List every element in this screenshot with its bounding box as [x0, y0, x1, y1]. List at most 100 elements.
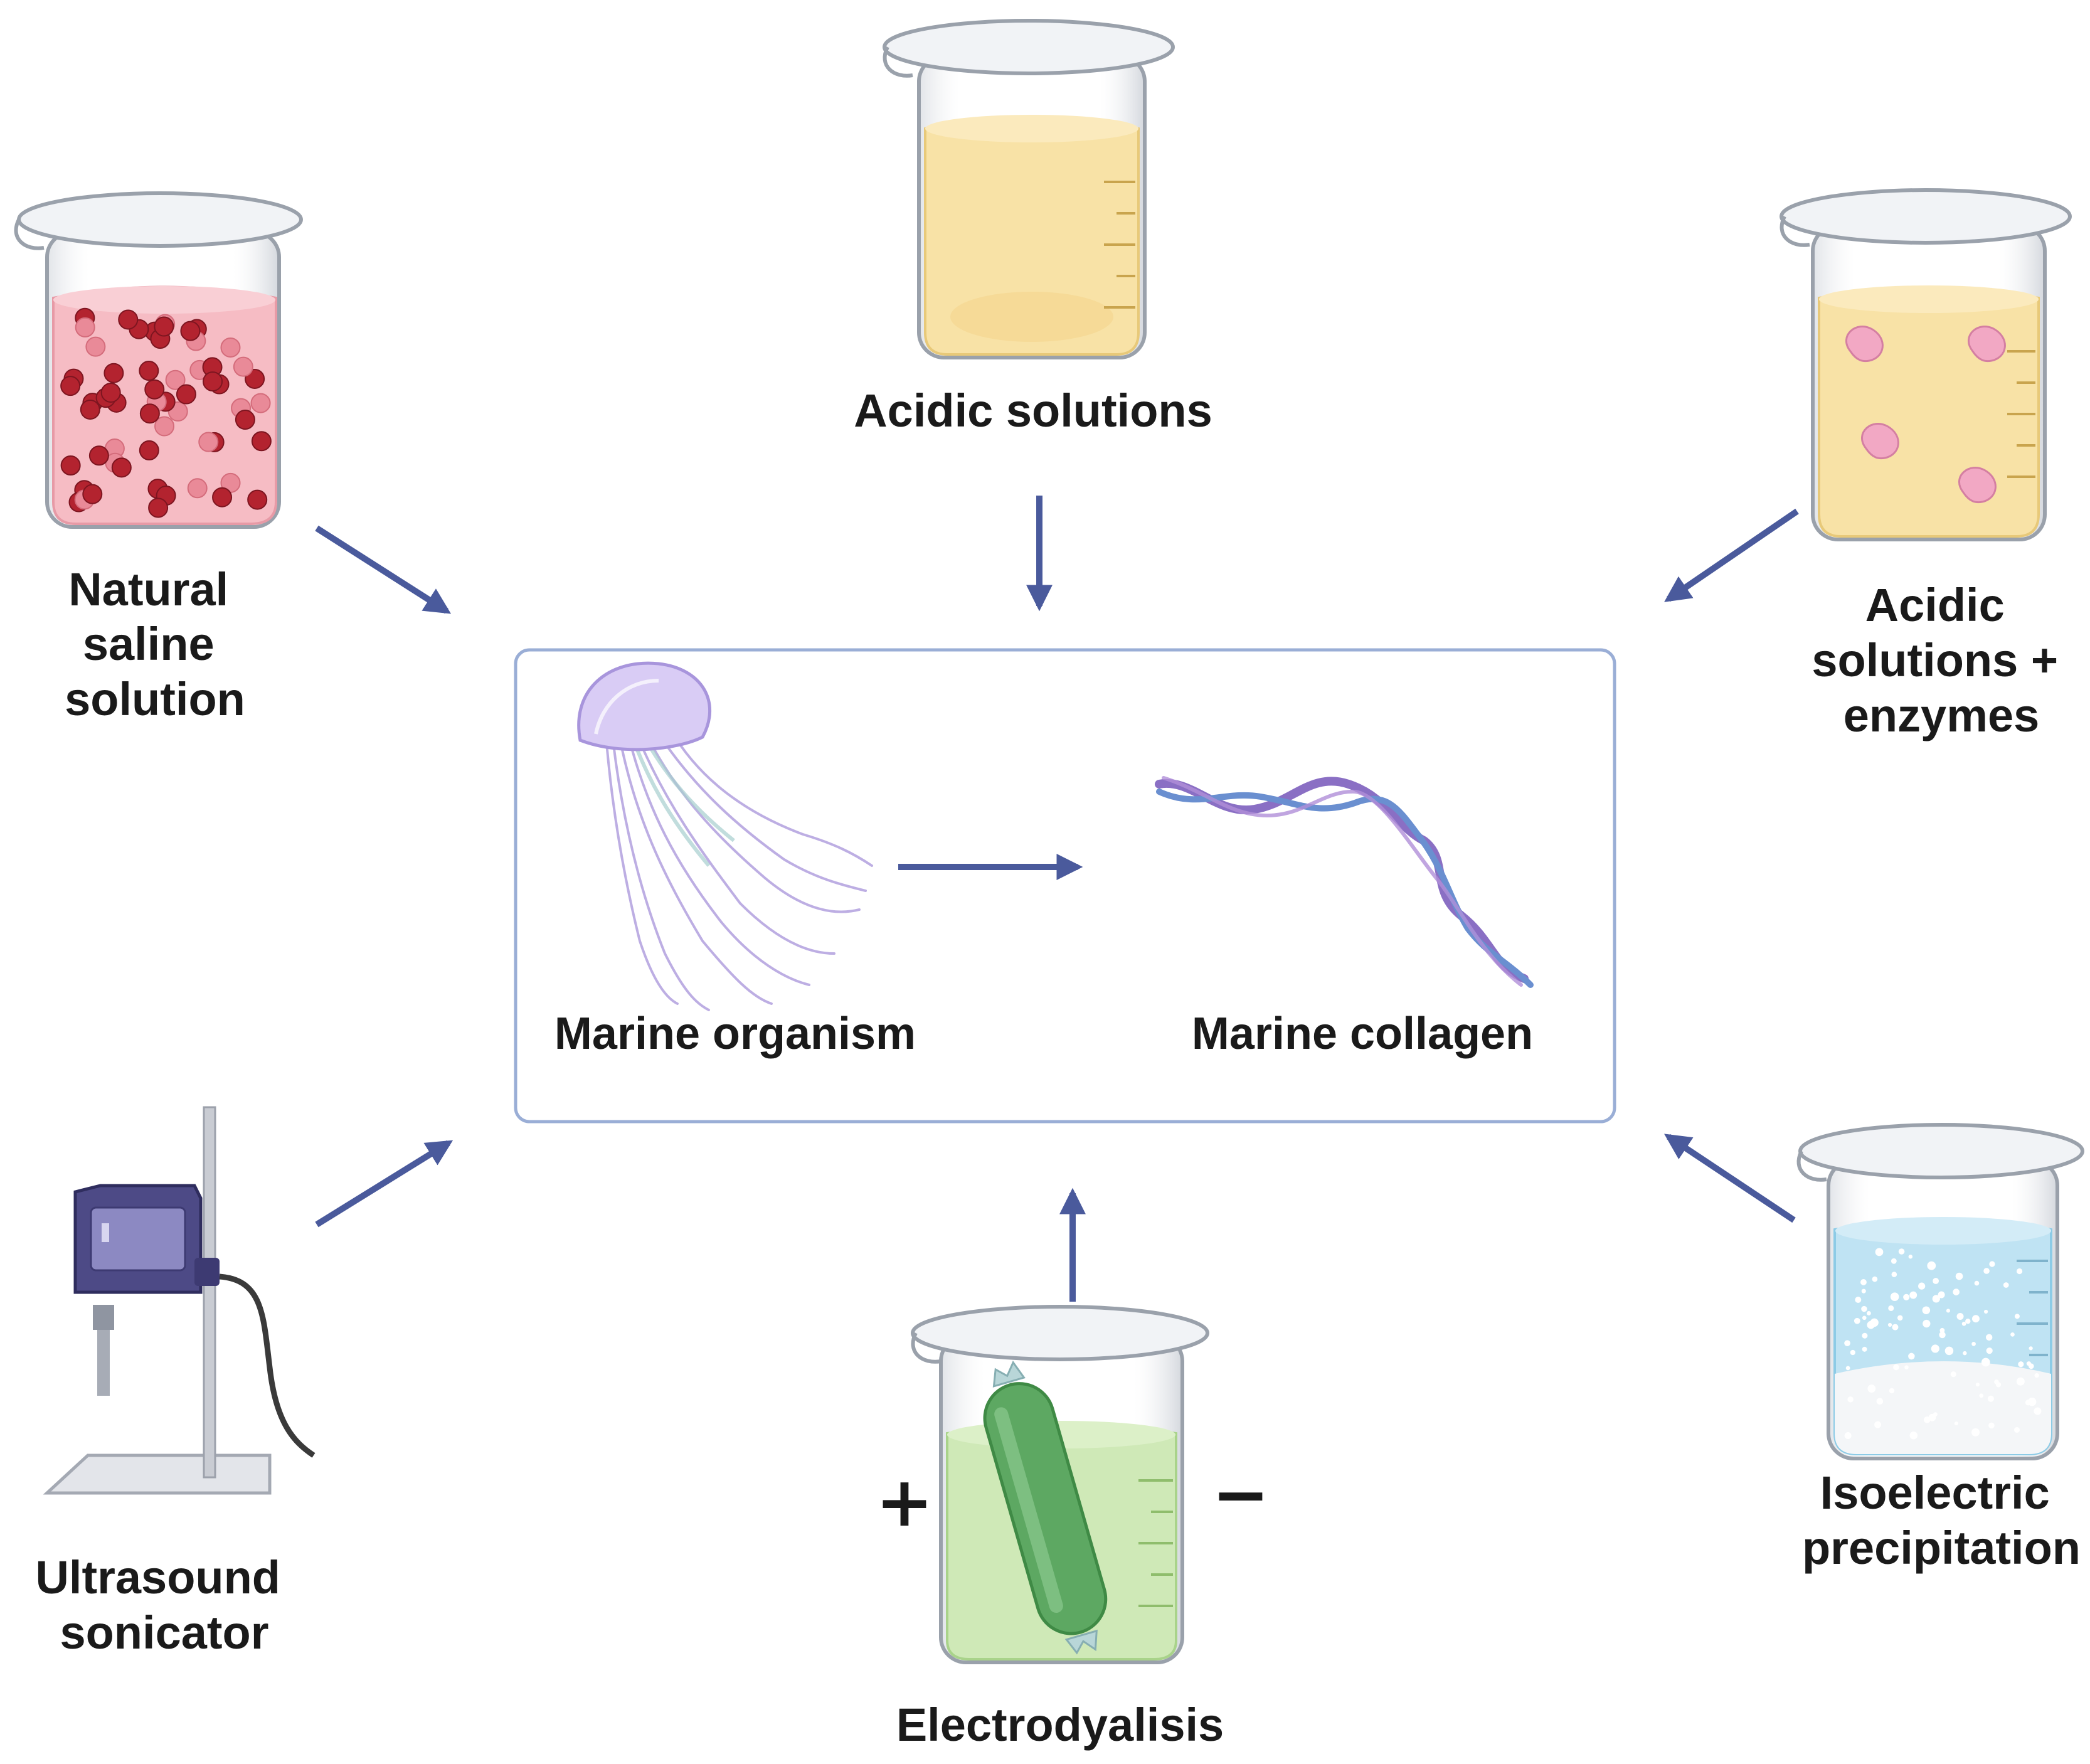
arrow-from-acid-enzymes	[1664, 508, 1799, 602]
precipitate-dot	[1971, 1428, 1980, 1437]
precipitate-dot	[1867, 1384, 1876, 1393]
precipitate-dot	[1862, 1315, 1867, 1320]
precipitate-dot	[1923, 1319, 1931, 1328]
saline-particle	[165, 369, 186, 390]
acidic-label: Acidic solutions	[854, 385, 1212, 437]
saline-particle	[148, 497, 169, 518]
precipitate-dot	[1893, 1364, 1899, 1371]
method-arrows	[315, 496, 1799, 1302]
precipitate-dot	[1844, 1432, 1852, 1440]
precipitate-dot	[2034, 1407, 2042, 1415]
precipitate-dot	[2018, 1361, 2024, 1368]
isoelectric-label: Isoelectric precipitation	[1802, 1467, 2081, 1574]
acid-enzymes-label: Acidic solutions + enzymes	[1812, 579, 2071, 741]
precipitate-dot	[2027, 1397, 2037, 1406]
saline-particle	[187, 478, 208, 499]
saline-particle	[203, 371, 223, 392]
precipitate-dot	[1961, 1321, 1966, 1326]
precipitate-dot	[1939, 1327, 1945, 1333]
precipitate-dot	[1974, 1280, 1980, 1286]
precipitate-dot	[1953, 1288, 1960, 1295]
precipitate-dot	[2029, 1346, 2033, 1351]
marine-collagen-label: Marine collagen	[1192, 1009, 1533, 1059]
precipitate-dot	[1986, 1347, 1993, 1354]
saline-particle	[144, 379, 165, 400]
precipitate-dot	[1862, 1332, 1868, 1339]
precipitate-dot	[1908, 1352, 1915, 1360]
saline-particle	[139, 403, 160, 424]
precipitate-dot	[2026, 1361, 2031, 1366]
jellyfish-icon	[577, 661, 873, 1011]
saline-particle	[82, 484, 103, 504]
precipitate-dot	[1946, 1309, 1951, 1313]
precipitate-dot	[1965, 1318, 1971, 1324]
acid-enzymes-beaker-icon	[1780, 188, 2072, 541]
precipitate-dot	[1891, 1272, 1897, 1277]
saline-particle	[88, 445, 109, 466]
precipitate-dot	[1981, 1358, 1990, 1367]
saline-particle	[251, 431, 272, 452]
precipitate-dot	[1927, 1261, 1936, 1270]
saline-particle	[180, 321, 201, 341]
saline-particle	[80, 399, 100, 420]
precipitate-dot	[1985, 1334, 1993, 1341]
minus-sign: −	[1212, 1454, 1270, 1534]
precipitate-dot	[1971, 1315, 1980, 1323]
saline-particle	[245, 368, 265, 389]
saline-particle	[250, 393, 271, 413]
precipitate-dot	[1950, 1371, 1956, 1378]
precipitate-dot	[1876, 1398, 1884, 1405]
precipitate-dot	[1909, 1431, 1918, 1440]
precipitate-dot	[1994, 1379, 1999, 1384]
precipitate-dot	[1847, 1396, 1854, 1403]
precipitate-dot	[1909, 1291, 1918, 1299]
saline-particle	[212, 487, 233, 507]
precipitate-dot	[1870, 1318, 1879, 1327]
saline-particle	[139, 440, 159, 460]
precipitate-dot	[1975, 1383, 1980, 1387]
saline-particle	[247, 489, 268, 510]
precipitate-dot	[1850, 1349, 1855, 1356]
precipitate-dot	[1903, 1294, 1910, 1300]
saline-particle	[220, 337, 241, 358]
precipitate-dot	[1918, 1282, 1926, 1290]
saline-label: Natural saline solution	[65, 563, 245, 725]
precipitate-dot	[1956, 1312, 1964, 1320]
precipitate-dot	[2014, 1314, 2020, 1319]
precipitate-dot	[1860, 1278, 1867, 1285]
collagen-helix-icon	[1155, 776, 1534, 988]
precipitate-dot	[1889, 1388, 1895, 1394]
precipitate-dot	[1861, 1288, 1866, 1294]
saline-particle	[60, 376, 81, 396]
precipitate-dot	[1963, 1351, 1967, 1356]
precipitate-dot	[1854, 1317, 1860, 1324]
saline-particle	[100, 382, 121, 403]
precipitate-dot	[1891, 1258, 1897, 1264]
precipitate-dot	[1897, 1315, 1903, 1321]
precipitate-dot	[1971, 1342, 1976, 1346]
plus-sign: +	[876, 1462, 933, 1542]
precipitate-dot	[1875, 1248, 1884, 1257]
saline-particle	[85, 336, 106, 357]
precipitate-dot	[1989, 1261, 1995, 1267]
saline-particle	[235, 410, 255, 430]
precipitate-dot	[1904, 1365, 1909, 1369]
precipitate-dot	[1979, 1393, 1984, 1398]
saline-particle	[139, 361, 159, 381]
precipitate-dot	[2003, 1282, 2009, 1288]
precipitate-dot	[1988, 1422, 1995, 1429]
precipitate-dot	[1866, 1311, 1871, 1315]
saline-particle	[118, 309, 139, 330]
sonicator-icon	[43, 1106, 316, 1495]
precipitate-dot	[2034, 1373, 2039, 1378]
saline-particle	[154, 316, 174, 337]
saline-particle	[75, 317, 95, 337]
saline-particle	[154, 416, 175, 437]
precipitate-dot	[1933, 1278, 1939, 1284]
precipitate-dot	[1887, 1322, 1892, 1327]
precipitate-dot	[1954, 1421, 1958, 1426]
precipitate-dot	[1939, 1331, 1946, 1339]
marine-organism-label: Marine organism	[554, 1009, 916, 1059]
center-box	[514, 648, 1616, 1124]
